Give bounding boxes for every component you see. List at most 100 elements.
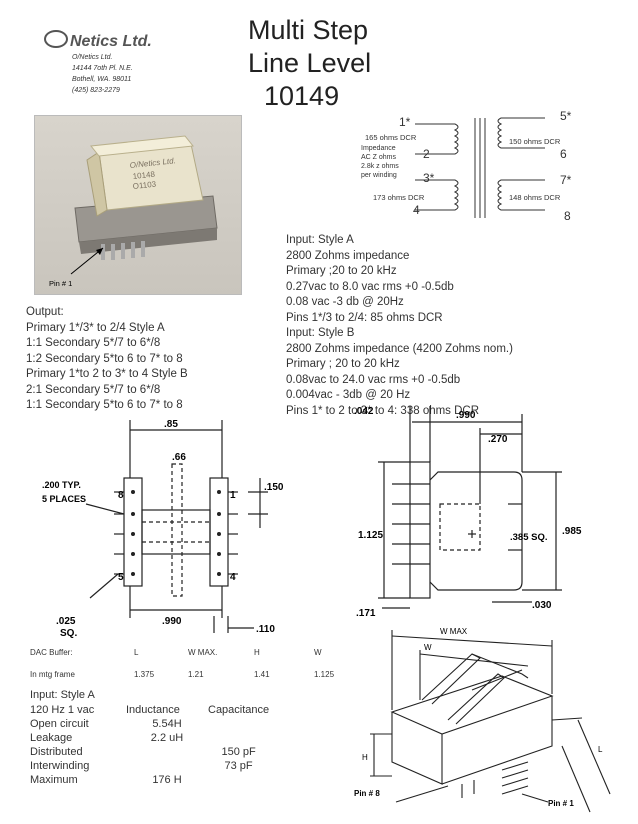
winding-schematic: 1* 165 ohms DCR 2 Impedance AC Z ohms 2.… <box>361 109 572 223</box>
table-header: 120 Hz 1 vac <box>30 704 95 716</box>
output-line: Primary 1*to 2 to 3* to 4 Style B <box>26 368 188 380</box>
output-line: 2:1 Secondary 5*/7 to 6*/8 <box>26 383 161 396</box>
logo-ring-icon <box>44 30 68 48</box>
table-cell: In mtg frame <box>30 670 75 679</box>
transformer-photo: O/Netics Ltd. 10148 O1103 Pin # 1 <box>34 115 242 295</box>
pin-1-label: 1* <box>399 115 411 129</box>
pin-8-label: 8 <box>564 209 571 223</box>
dim-h: H <box>362 753 368 762</box>
pin-4-label: 4 <box>413 203 420 217</box>
dim-w: W <box>424 643 432 652</box>
dim-total-width: .990 <box>456 410 476 421</box>
table-row: In mtg frame 1.375 1.21 1.41 1.125 <box>30 668 334 682</box>
dim-w-max: W MAX <box>440 627 468 636</box>
dim-foot-offset: .030 <box>532 600 552 611</box>
spec-line: Input: Style A <box>286 234 354 246</box>
address-line: 14144 7oth Pl. N.E. <box>72 65 133 72</box>
secondary-top-dcr: 150 ohms DCR <box>509 137 561 146</box>
table-cell <box>126 745 208 759</box>
pin-4-mark: 4 <box>230 572 236 583</box>
table-cell: Interwinding <box>30 760 90 772</box>
table-cell: 2.2 uH <box>150 732 184 744</box>
table-cell: Leakage <box>30 732 73 744</box>
pin-2-label: 2 <box>423 147 430 161</box>
logo-text: Netics Ltd. <box>70 33 152 50</box>
dim-pin-spacing: .200 TYP. <box>42 480 81 490</box>
table-cell <box>208 773 269 787</box>
dim-inner: .270 <box>488 434 508 445</box>
dim-wire-unit: SQ. <box>60 628 77 639</box>
table-row: Interwinding 73 pF <box>30 759 269 773</box>
output-line: 1:1 Secondary 5*/7 to 6*/8 <box>26 337 161 349</box>
pin-5-label: 5* <box>560 109 572 123</box>
table-row: Leakage 2.2 uH <box>30 731 269 745</box>
pin-7-label: 7* <box>560 173 572 187</box>
pin-6-label: 6 <box>560 147 567 161</box>
output-line: 1:2 Secondary 5*to 6 to 7* to 8 <box>26 352 183 365</box>
page-title: Multi Step Line Level 10149 <box>248 14 371 113</box>
bottom-view-drawing: .85 .66 .200 TYP. 5 PLACES .150 .990 .11… <box>42 419 284 639</box>
pin-8-mark: 8 <box>118 490 124 501</box>
table-header: DAC Buffer: <box>30 648 73 657</box>
table-cell: 176 H <box>152 774 182 786</box>
table-header: Capacitance <box>208 704 270 716</box>
dim-length: .990 <box>162 616 182 627</box>
table-cell <box>208 717 269 731</box>
table-cell: 73 pF <box>224 760 253 772</box>
spec-line: 2800 Zohms impedance <box>286 249 410 262</box>
title-line: Multi Step <box>248 15 369 45</box>
primary-bottom-dcr: 173 ohms DCR <box>373 193 425 202</box>
table-row: Distributed 150 pF <box>30 745 269 759</box>
primary-top-dcr: 165 ohms DCR <box>365 133 417 142</box>
table-header: H <box>254 648 260 657</box>
input-specs: Input: Style A 2800 Zohms impedance Prim… <box>286 233 513 419</box>
spec-line: Pins 1*/3 to 2/4: 85 ohms DCR <box>286 311 443 324</box>
dim-width: .85 <box>164 419 178 430</box>
spec-line: 0.08vac to 24.0 vac rms +0 -0.5db <box>286 373 461 386</box>
table-header: Inductance <box>126 704 180 716</box>
dim-center: .66 <box>172 452 186 463</box>
table-header-row: 120 Hz 1 vac Inductance Capacitance <box>30 703 269 717</box>
table-cell: 1.21 <box>188 670 204 679</box>
pin1-label: Pin # 1 <box>49 279 72 288</box>
table-cell: 1.41 <box>254 670 270 679</box>
table-cell: 1.125 <box>314 670 335 679</box>
table-cell: Open circuit <box>30 718 89 730</box>
table-cell: Maximum <box>30 774 78 786</box>
address-line: O/Netics Ltd. <box>72 54 113 61</box>
dim-foot: .171 <box>356 608 376 618</box>
table-cell <box>208 731 269 745</box>
table-cell <box>126 759 208 773</box>
pin-1-mark: 1 <box>230 490 236 501</box>
table-row: Maximum 176 H <box>30 773 269 787</box>
address-line: Bothell, WA. 98011 <box>72 76 132 83</box>
dim-places: 5 PLACES <box>42 494 86 504</box>
dac-buffer-table: DAC Buffer: L W MAX. H W In mtg frame 1.… <box>30 646 334 682</box>
dim-height: 1.125 <box>358 530 383 541</box>
output-specs: Output: Primary 1*/3* to 2/4 Style A 1:1… <box>26 305 188 414</box>
dim-wire: .025 <box>56 616 76 627</box>
table-cell: 1.375 <box>134 670 155 679</box>
spec-line: Primary ; 20 to 20 kHz <box>286 358 400 370</box>
output-heading: Output: <box>26 306 64 318</box>
title-line: Line Level <box>248 48 372 78</box>
dim-core: .385 SQ. <box>510 532 548 543</box>
pin1-iso-label: Pin # 1 <box>548 799 574 808</box>
title-line: 10149 <box>264 81 340 111</box>
table-header: L <box>134 648 139 657</box>
output-line: Primary 1*/3* to 2/4 Style A <box>26 321 165 334</box>
dim-pin-gap: .150 <box>264 482 284 493</box>
impedance-note: 2.8k z ohms <box>361 163 399 170</box>
pin-5-mark: 5 <box>118 572 124 583</box>
dim-outer: .985 <box>562 526 582 537</box>
output-line: 1:1 Secondary 5*to 6 to 7* to 8 <box>26 399 183 411</box>
address-line: (425) 823-2279 <box>72 87 120 94</box>
pin-3-label: 3* <box>423 171 435 185</box>
inductance-section: Input: Style A <box>30 688 95 702</box>
side-view-drawing: .042 .990 .270 1.125 .385 SQ. .985 .171 … <box>354 406 582 618</box>
pin8-label: Pin # 8 <box>354 789 380 798</box>
spec-line: Pins 1* to 2 to 3* to 4: 338 ohms DCR <box>286 404 480 417</box>
dim-left: .042 <box>354 406 374 417</box>
table-header: W MAX. <box>188 648 218 657</box>
secondary-bottom-dcr: 148 ohms DCR <box>509 193 561 202</box>
